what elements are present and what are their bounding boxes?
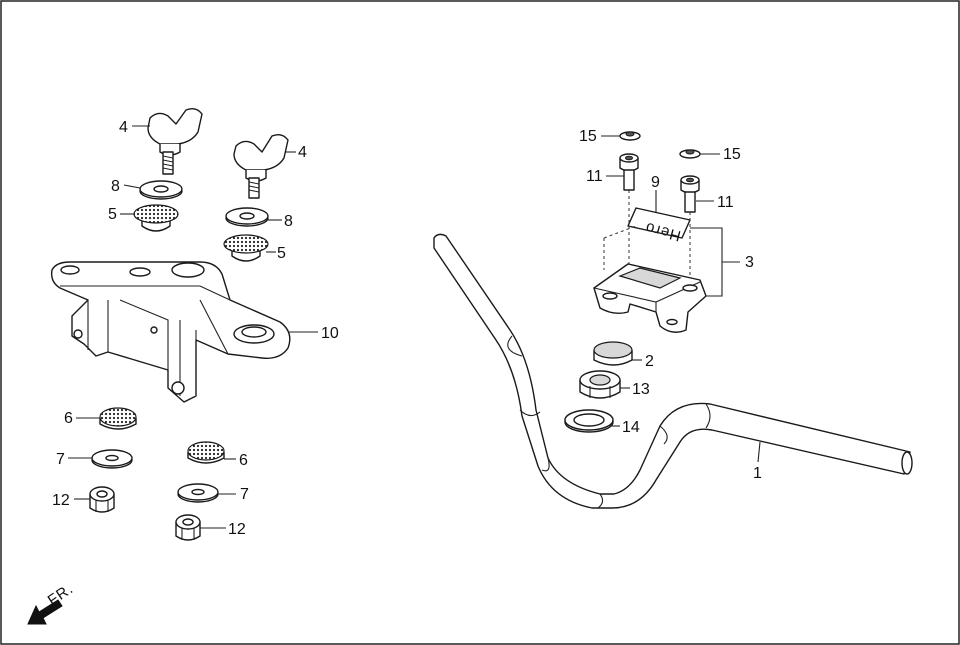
washer-14 — [564, 409, 614, 433]
cap-15-right — [679, 149, 701, 159]
bushing-5-left — [133, 204, 179, 232]
front-arrow-icon — [27, 599, 63, 625]
bushing-6-right — [187, 441, 225, 464]
callout-15-left: 15 — [579, 128, 597, 145]
washer-8-left — [139, 180, 183, 200]
callout-5-right: 5 — [277, 245, 286, 262]
callout-2: 2 — [645, 353, 654, 370]
bolt-11-left — [619, 153, 639, 191]
callout-4-left: 4 — [119, 119, 128, 136]
bushing-6-left — [99, 407, 137, 430]
callout-12-right: 12 — [228, 521, 246, 538]
callout-1: 1 — [753, 465, 762, 482]
washer-7-right — [177, 483, 219, 503]
front-direction-indicator: FR. — [27, 580, 77, 625]
wing-bolt-right — [233, 133, 289, 199]
leader-lines — [68, 125, 761, 529]
callout-5-left: 5 — [108, 206, 117, 223]
upper-holder-3 — [593, 263, 707, 333]
callout-13: 13 — [632, 381, 650, 398]
callout-7-left: 7 — [56, 451, 65, 468]
callout-11-left: 11 — [586, 168, 603, 185]
bolt-11-right — [680, 175, 700, 213]
callout-8-right: 8 — [284, 213, 293, 230]
callout-11-right: 11 — [717, 194, 734, 211]
nut-12-right — [175, 514, 201, 541]
handlebar-tube-1 — [433, 233, 913, 509]
wing-bolt-left — [147, 107, 203, 175]
logo-plate-9: Hero — [627, 207, 691, 244]
cap-15-left — [619, 131, 641, 141]
nut-12-left — [89, 486, 115, 513]
callout-12-left: 12 — [52, 492, 70, 509]
bushing-5-right — [223, 234, 269, 262]
callout-9: 9 — [651, 174, 660, 191]
handlebar-holder-bracket — [50, 261, 291, 403]
callout-10: 10 — [321, 325, 339, 342]
washer-8-right — [225, 207, 269, 227]
callout-6-left: 6 — [64, 410, 73, 427]
nut-13 — [579, 370, 621, 399]
washer-7-left — [91, 449, 133, 469]
callout-14: 14 — [622, 419, 640, 436]
alignment-lines — [603, 190, 691, 290]
callout-15-right: 15 — [723, 146, 741, 163]
callout-7-right: 7 — [240, 486, 249, 503]
cap-2 — [593, 341, 633, 366]
callout-8-left: 8 — [111, 178, 120, 195]
callout-3: 3 — [745, 254, 754, 271]
callout-4-right: 4 — [298, 144, 307, 161]
callout-6-right: 6 — [239, 452, 248, 469]
